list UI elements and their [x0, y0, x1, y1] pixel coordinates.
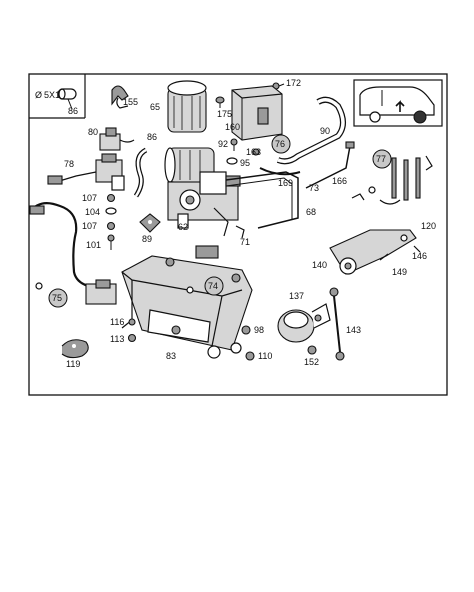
label-78: 78 [64, 159, 74, 169]
label-113: 113 [110, 334, 124, 344]
wiring-harness [29, 201, 89, 288]
inset-detail-86: Ø 5X1 86 [29, 74, 86, 119]
label-83: 83 [166, 351, 176, 361]
compressor-unit [164, 147, 241, 259]
callout-77-text: 77 [376, 154, 386, 164]
nut-152 [307, 345, 317, 355]
label-104: 104 [85, 207, 100, 217]
hose-clamp [61, 339, 89, 359]
label-62: 62 [178, 222, 188, 232]
sensor-rods [351, 155, 433, 205]
label-107a: 107 [82, 193, 97, 203]
label-68: 68 [306, 207, 316, 217]
inset-dimension-text: 5X1 [44, 90, 60, 100]
label-160: 160 [225, 122, 240, 132]
valve-block [99, 127, 135, 151]
callout-75 [48, 288, 68, 308]
fastener-group [226, 138, 260, 165]
label-146: 146 [412, 251, 427, 261]
hose-169 [259, 167, 301, 176]
label-90: 90 [320, 126, 330, 136]
pipe-73-68 [225, 171, 299, 229]
inset-diameter-symbol: Ø [35, 90, 42, 100]
link-rod [329, 287, 345, 361]
control-unit [231, 85, 283, 141]
label-65: 65 [150, 102, 160, 112]
label-169: 169 [278, 178, 293, 188]
bolt-113 [127, 333, 137, 343]
callout-75-text: 75 [52, 293, 62, 303]
bracket-140 [329, 229, 421, 275]
label-120: 120 [421, 221, 436, 231]
clip-part [111, 85, 129, 109]
callout-76-text: 76 [275, 139, 285, 149]
hose-90 [276, 96, 346, 165]
solenoid-valve [47, 153, 125, 191]
label-143: 143 [346, 325, 361, 335]
diagram-frame [28, 73, 448, 396]
label-101: 101 [86, 240, 101, 250]
label-110: 110 [258, 351, 272, 361]
label-95: 95 [240, 158, 250, 168]
label-71: 71 [240, 237, 250, 247]
label-92: 92 [218, 139, 228, 149]
label-149: 149 [392, 267, 407, 277]
label-73: 73 [309, 183, 319, 193]
level-sensor [277, 303, 331, 343]
label-152: 152 [304, 357, 319, 367]
label-98: 98 [254, 325, 264, 335]
connector-71 [235, 225, 245, 239]
label-140: 140 [312, 260, 327, 270]
label-116: 116 [110, 317, 124, 327]
label-80: 80 [88, 127, 98, 137]
label-166: 166 [332, 176, 347, 186]
callout-74-text: 74 [208, 281, 218, 291]
callout-76 [271, 134, 291, 154]
washer-116 [128, 318, 136, 326]
label-86b: 86 [147, 132, 157, 142]
connector-62 [177, 213, 189, 229]
nut-98 [241, 325, 251, 335]
label-107b: 107 [82, 221, 97, 231]
inset-part-number: 86 [68, 106, 78, 116]
label-172: 172 [286, 78, 301, 88]
label-137: 137 [289, 291, 304, 301]
hose-166 [305, 145, 351, 189]
callout-74 [204, 276, 224, 296]
mounting-stack [105, 193, 117, 250]
filter-cartridge [167, 80, 207, 133]
vehicle-location-inset [353, 79, 443, 127]
label-163: 163 [246, 147, 261, 157]
label-119: 119 [66, 359, 80, 369]
label-175: 175 [217, 109, 232, 119]
carrier-frame [121, 255, 253, 359]
label-89: 89 [142, 234, 152, 244]
label-155: 155 [123, 97, 138, 107]
nut-110 [245, 351, 255, 361]
callout-77 [372, 149, 392, 169]
